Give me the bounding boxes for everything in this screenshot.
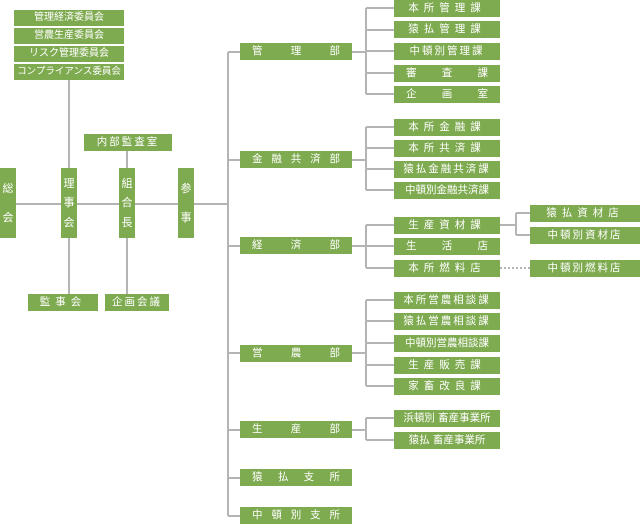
- dept-keizai: 経済部: [240, 237, 352, 254]
- dept-einou-char-1: 農: [290, 347, 302, 360]
- section-shinsa-char-0: 審: [406, 67, 417, 80]
- dept-einou-char-2: 部: [329, 347, 341, 360]
- section-honsho-nenryo: 本所燃料店: [394, 260, 500, 277]
- node-naibu-kansa: 内部監査室: [84, 134, 172, 151]
- dept-kanri-char-1: 理: [290, 45, 302, 58]
- dept-sarufutsu-shisho-char-2: 支: [303, 471, 315, 484]
- dept-nakatonbetsu-shisho-char-0: 中: [252, 509, 263, 522]
- dept-kanri-char-2: 部: [329, 45, 341, 58]
- section-kikaku: 企画室: [394, 86, 500, 103]
- section-honsho-einou-soudan: 本所営農相談課: [394, 292, 500, 309]
- node-kumiaicho-char-0: 組: [121, 177, 133, 191]
- section-seikatsu-ten: 生活店: [394, 238, 500, 255]
- node-kanjikai: 監事会: [28, 294, 98, 311]
- section-seikatsu-ten-char-0: 生: [406, 240, 417, 253]
- section-shinsa-char-2: 課: [477, 67, 489, 80]
- section-seikatsu-ten-char-2: 店: [477, 240, 489, 253]
- dept-kinyu-kyosai-char-3: 済: [310, 153, 321, 166]
- dept-nakatonbetsu-shisho-char-3: 支: [310, 509, 321, 522]
- section-hamatonbetsu-chikusan: 浜頓別 畜産事業所: [394, 410, 500, 427]
- dept-einou-char-0: 営: [252, 347, 263, 360]
- dept-nakatonbetsu-shisho: 中頓別支所: [240, 507, 352, 524]
- node-sanji: 参事: [178, 168, 194, 238]
- node-soukai-char-1: 会: [2, 211, 14, 224]
- section-seisan-shizai: 生産資材課: [394, 217, 500, 234]
- dept-seisan-char-0: 生: [252, 423, 263, 436]
- node-kumiaicho-char-2: 長: [121, 215, 133, 229]
- section-seikatsu-ten-char-1: 活: [441, 240, 453, 253]
- node-sanji-char-1: 事: [180, 211, 192, 224]
- node-kumiaicho: 組合長: [119, 168, 135, 238]
- section-kikaku-char-0: 企: [406, 88, 417, 101]
- dept-sarufutsu-shisho-char-1: 払: [277, 471, 289, 484]
- dept-kanri-char-0: 管: [252, 45, 263, 58]
- dept-seisan-char-1: 産: [290, 423, 302, 436]
- node-soukai-char-0: 総: [2, 182, 14, 195]
- section-shinsa-char-1: 査: [441, 67, 453, 80]
- dept-keizai-char-1: 済: [290, 239, 302, 252]
- dept-sarufutsu-shisho-char-0: 猿: [252, 471, 263, 484]
- dept-kinyu-kyosai-char-2: 共: [290, 153, 302, 166]
- section-seisan-hanbai: 生産販売課: [394, 357, 500, 374]
- node-kikaku-kaigi: 企画会議: [105, 294, 169, 311]
- dept-sarufutsu-shisho: 猿払支所: [240, 469, 352, 486]
- committee-einou-seisan: 営農生産委員会: [14, 28, 124, 44]
- section-sarufutsu-einou-soudan: 猿払営農相談課: [394, 313, 500, 330]
- node-rijikai-char-2: 会: [63, 215, 75, 229]
- dept-keizai-char-0: 経: [252, 239, 263, 252]
- node-rijikai: 理事会: [61, 168, 77, 238]
- sub-nakatonbetsu-nenryo: 中頓別燃料店: [530, 260, 640, 277]
- committee-risk-kanri: リスク管理委員会: [14, 46, 124, 62]
- section-kikaku-char-2: 室: [477, 88, 489, 101]
- committee-compliance: コンプライアンス委員会: [14, 64, 124, 80]
- section-honsho-kyosai: 本所共済課: [394, 140, 500, 157]
- dept-kinyu-kyosai-char-4: 部: [329, 153, 341, 166]
- node-rijikai-char-1: 事: [63, 196, 75, 210]
- node-kumiaicho-char-1: 合: [121, 196, 133, 210]
- section-kachiku-kairyo: 家畜改良課: [394, 378, 500, 395]
- node-soukai: 総会: [0, 168, 16, 238]
- section-honsho-kanri: 本所管理課: [394, 0, 500, 17]
- dept-einou: 営農部: [240, 345, 352, 362]
- section-kikaku-char-1: 画: [441, 88, 453, 101]
- dept-kinyu-kyosai: 金融共済部: [240, 151, 352, 168]
- dept-kinyu-kyosai-char-1: 融: [271, 153, 282, 166]
- section-sarufutsu-kanri: 猿払管理課: [394, 21, 500, 38]
- section-sarufutsu-kinyu-kyosai: 猿払金融共済課: [394, 161, 500, 178]
- dept-nakatonbetsu-shisho-char-2: 別: [290, 509, 302, 522]
- dept-seisan: 生産部: [240, 421, 352, 438]
- node-rijikai-char-0: 理: [63, 177, 75, 191]
- sub-nakatonbetsu-shizai: 中頓別資材店: [530, 227, 640, 244]
- section-nakatonbetsu-einou-soudan: 中頓別営農相談課: [394, 335, 500, 352]
- dept-kinyu-kyosai-char-0: 金: [252, 153, 263, 166]
- section-nakatonbetsu-kinyu-kyosai: 中頓別金融共済課: [394, 182, 500, 199]
- section-nakatonbetsu-kanri: 中頓別管理課: [394, 43, 500, 60]
- section-shinsa: 審査課: [394, 65, 500, 82]
- sub-sarufutsu-shizai: 猿払資材店: [530, 205, 640, 222]
- dept-keizai-char-2: 部: [329, 239, 341, 252]
- connector-lines: [16, 7, 530, 517]
- dept-sarufutsu-shisho-char-3: 所: [329, 471, 340, 484]
- dept-nakatonbetsu-shisho-char-1: 頓: [271, 509, 282, 522]
- dept-seisan-char-2: 部: [329, 423, 341, 436]
- dept-kanri: 管理部: [240, 43, 352, 60]
- dept-nakatonbetsu-shisho-char-4: 所: [329, 509, 341, 522]
- node-sanji-char-0: 参: [180, 182, 192, 195]
- section-honsho-kinyu: 本所金融課: [394, 119, 500, 136]
- committee-kanri-keizai: 管理経済委員会: [14, 10, 124, 26]
- section-sarufutsu-chikusan: 猿払 畜産事業所: [394, 432, 500, 449]
